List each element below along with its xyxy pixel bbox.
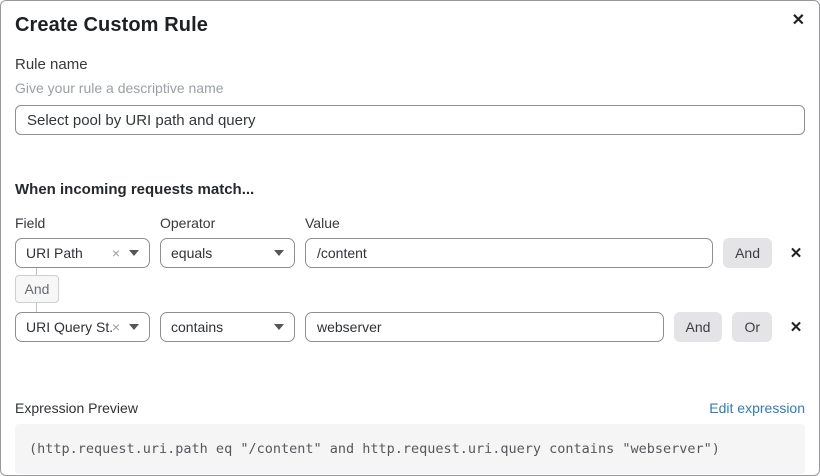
- edit-expression-link[interactable]: Edit expression: [709, 400, 805, 416]
- expression-code: (http.request.uri.path eq "/content" and…: [29, 441, 720, 457]
- field-select[interactable]: URI Query St... ×: [15, 312, 150, 342]
- rule-name-hint: Give your rule a descriptive name: [15, 80, 224, 96]
- operator-select[interactable]: equals: [160, 238, 295, 268]
- rule-name-label: Rule name: [15, 56, 88, 73]
- condition-row-1: URI Path × equals And ✕: [15, 238, 805, 268]
- operator-select-value: equals: [171, 245, 213, 261]
- or-button[interactable]: Or: [732, 312, 772, 342]
- remove-row-icon[interactable]: ✕: [787, 318, 805, 336]
- chevron-down-icon: [129, 250, 139, 256]
- chevron-down-icon: [274, 250, 284, 256]
- operator-column-header: Operator: [160, 215, 216, 231]
- match-section-heading: When incoming requests match...: [15, 181, 255, 198]
- page-title: Create Custom Rule: [15, 14, 208, 36]
- value-column-header: Value: [305, 215, 340, 231]
- operator-select-value: contains: [171, 319, 224, 335]
- clear-icon[interactable]: ×: [111, 319, 120, 335]
- rule-name-input[interactable]: [15, 105, 805, 135]
- close-icon[interactable]: ✕: [791, 12, 805, 29]
- clear-icon[interactable]: ×: [111, 245, 120, 261]
- dialog-header: Create Custom Rule ✕: [15, 13, 805, 37]
- chevron-down-icon: [129, 324, 139, 330]
- remove-row-icon[interactable]: ✕: [787, 244, 805, 262]
- condition-connector: And: [15, 268, 805, 312]
- expression-code-block: (http.request.uri.path eq "/content" and…: [15, 424, 805, 474]
- operator-select[interactable]: contains: [160, 312, 295, 342]
- and-button[interactable]: And: [723, 238, 772, 268]
- and-button[interactable]: And: [673, 312, 723, 342]
- connector-and-badge[interactable]: And: [15, 275, 59, 303]
- column-headers: Field Operator Value: [15, 215, 805, 231]
- condition-row-2: URI Query St... × contains And Or ✕: [15, 312, 805, 342]
- chevron-down-icon: [274, 324, 284, 330]
- value-input[interactable]: [305, 238, 714, 268]
- field-select[interactable]: URI Path ×: [15, 238, 150, 268]
- field-select-value: URI Path: [26, 245, 83, 261]
- field-column-header: Field: [15, 215, 46, 231]
- field-select-value: URI Query St...: [26, 319, 112, 335]
- expression-preview-label: Expression Preview: [15, 400, 138, 416]
- expression-preview-header: Expression Preview Edit expression: [15, 400, 805, 416]
- value-input[interactable]: [305, 312, 664, 342]
